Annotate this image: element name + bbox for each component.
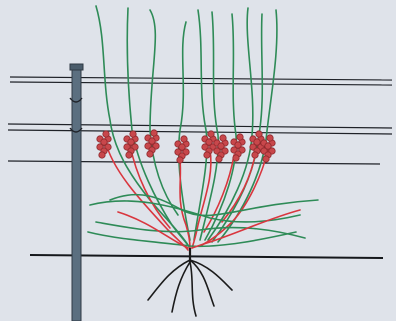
grape-berry	[204, 152, 210, 158]
grape-berry	[126, 152, 132, 158]
grape-berry	[254, 139, 260, 145]
post-cap	[70, 64, 83, 70]
grape-berry	[263, 156, 269, 162]
grape-berry	[206, 139, 212, 145]
grape-berry	[181, 136, 187, 142]
grape-berry	[128, 139, 134, 145]
grape-berry	[216, 156, 222, 162]
grape-berry	[267, 135, 273, 141]
trellis-post	[70, 64, 83, 321]
grape-berry	[149, 138, 155, 144]
grape-berry	[237, 134, 243, 140]
grape-berry	[220, 135, 226, 141]
grape-berry	[265, 143, 271, 149]
grape-berry	[99, 152, 105, 158]
grape-berry	[233, 155, 239, 161]
grape-berry	[235, 142, 241, 148]
grape-berry	[179, 144, 185, 150]
grape-berry	[256, 131, 262, 137]
grape-berry	[130, 131, 136, 137]
grape-berry	[101, 139, 107, 145]
grape-berry	[208, 131, 214, 137]
grape-berry	[147, 151, 153, 157]
grape-berry	[177, 157, 183, 163]
grape-berry	[218, 143, 224, 149]
grape-berry	[252, 152, 258, 158]
post-body	[72, 68, 81, 321]
grape-berry	[151, 130, 157, 136]
grape-berry	[103, 131, 109, 137]
